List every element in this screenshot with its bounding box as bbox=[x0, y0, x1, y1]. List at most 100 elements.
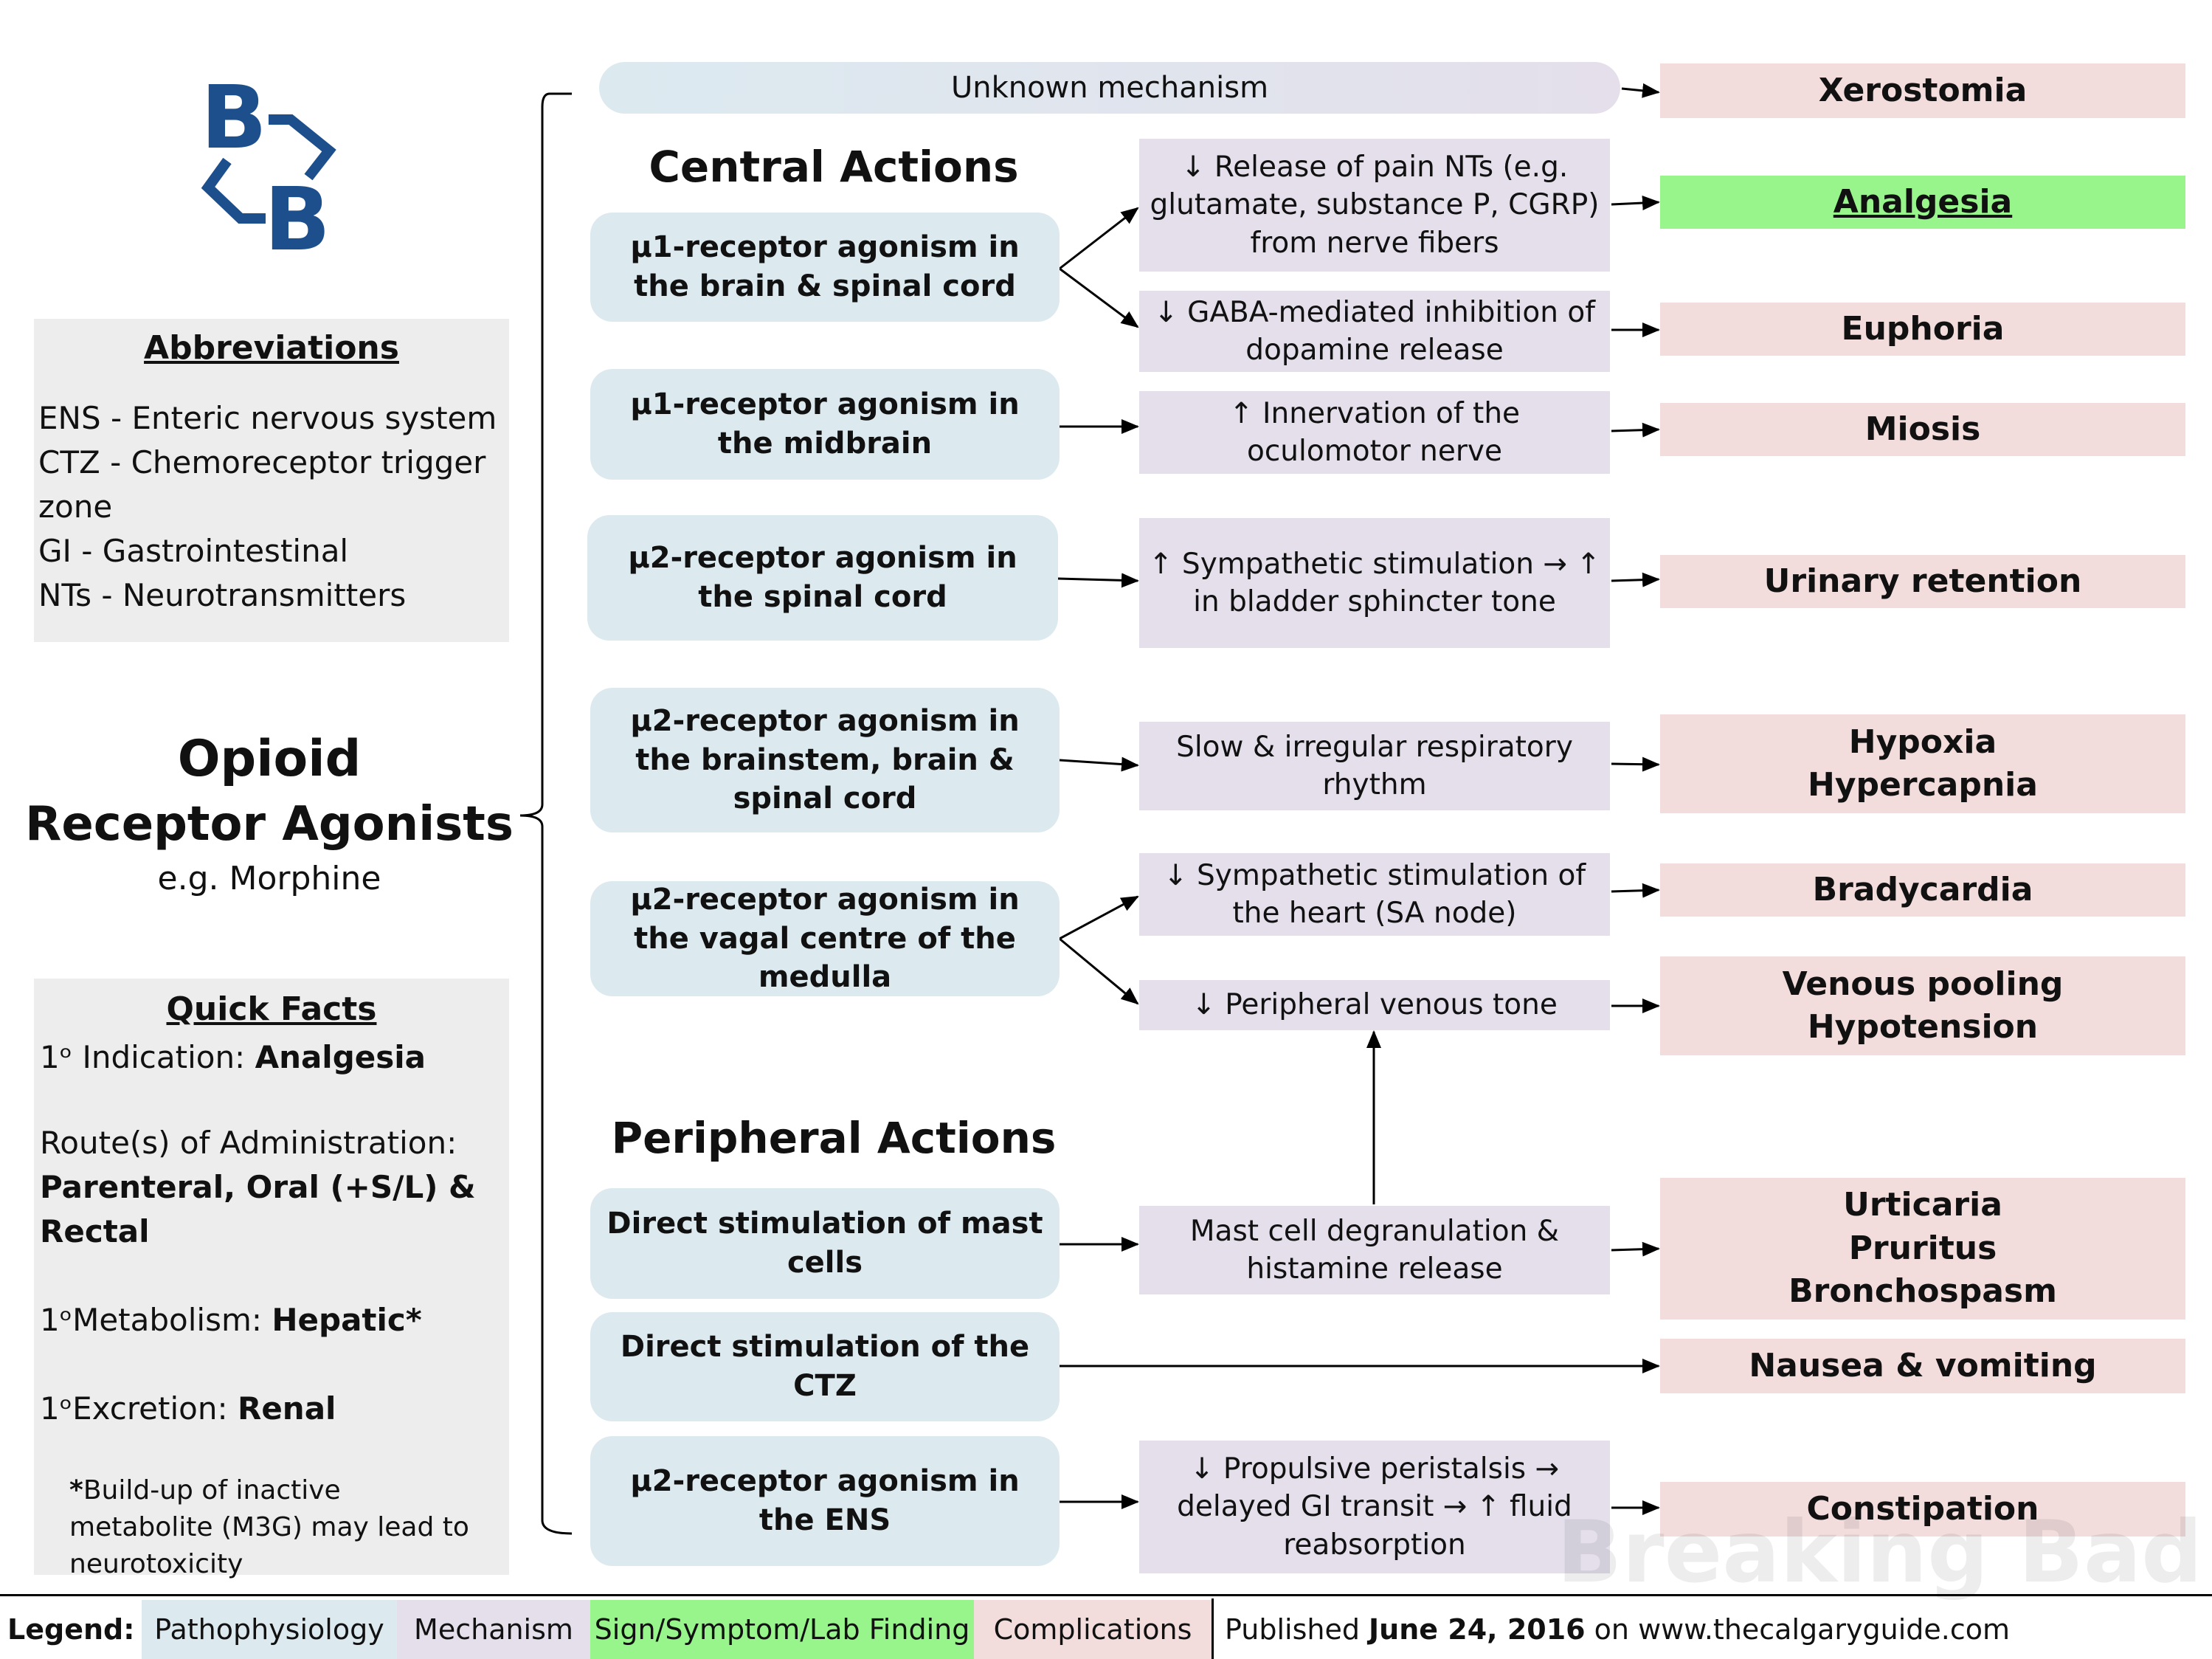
arrow-brain-release bbox=[1059, 207, 1139, 270]
mech-label: ↑ Innervation of the oculomotor nerve bbox=[1228, 396, 1521, 468]
mech-label: ↓ Release of pain NTs (e.g. glutamate, s… bbox=[1150, 150, 1600, 260]
peripheral-actions-title: Peripheral Actions bbox=[611, 1113, 1057, 1163]
route-label: Route(s) of Administration: bbox=[40, 1125, 457, 1161]
outcome-label: Hypoxia Hypercapnia bbox=[1808, 722, 2038, 804]
outcome-label: Nausea & vomiting bbox=[1749, 1346, 2097, 1384]
mech-label: Mast cell degranulation & histamine rele… bbox=[1189, 1214, 1560, 1286]
breaking-bad-watermark: Breaking Bad bbox=[1557, 1503, 2203, 1602]
outcome-nausea-vomiting: Nausea & vomiting bbox=[1660, 1339, 2185, 1393]
outcome-label: Urticaria Pruritus Bronchospasm bbox=[1788, 1185, 2057, 1311]
title-line2: Receptor Agonists bbox=[25, 797, 514, 852]
quick-facts-title: Quick Facts bbox=[166, 990, 377, 1028]
legend-complications: Complications bbox=[974, 1600, 1212, 1659]
mech-label: Slow & irregular respiratory rhythm bbox=[1176, 730, 1573, 801]
patho-mu1-midbrain: μ1-receptor agonism in the midbrain bbox=[590, 369, 1060, 480]
abbreviation-item: CTZ - Chemoreceptor trigger zone bbox=[38, 444, 486, 525]
abbreviation-item: NTs - Neurotransmitters bbox=[38, 577, 407, 613]
patho-label: μ2-receptor agonism in the spinal cord bbox=[628, 541, 1017, 614]
calgary-guide-logo: B B bbox=[198, 74, 338, 266]
outcome-urinary-retention: Urinary retention bbox=[1660, 555, 2185, 608]
logo-chevron-icon bbox=[201, 114, 336, 224]
outcome-hypoxia-hypercapnia: Hypoxia Hypercapnia bbox=[1660, 714, 2185, 813]
outcome-miosis: Miosis bbox=[1660, 403, 2185, 456]
arrow-heart-brady bbox=[1611, 883, 1660, 898]
legend-top-rule bbox=[0, 1594, 2212, 1596]
arrow-oculomotor-miosis bbox=[1611, 422, 1660, 438]
mech-venous-tone: ↓ Peripheral venous tone bbox=[1139, 980, 1610, 1030]
indication-label: 1ᵒ Indication: bbox=[40, 1039, 255, 1075]
abbreviation-item: GI - Gastrointestinal bbox=[38, 533, 349, 569]
central-actions-title: Central Actions bbox=[649, 142, 1019, 192]
arrow-release-analgesia bbox=[1611, 196, 1660, 211]
outcome-label: Xerostomia bbox=[1818, 71, 2028, 109]
patho-label: μ1-receptor agonism in the brain & spina… bbox=[630, 230, 1020, 303]
patho-mu2-brainstem: μ2-receptor agonism in the brainstem, br… bbox=[590, 688, 1060, 832]
abbreviations-panel: Abbreviations ENS - Enteric nervous syst… bbox=[34, 319, 509, 642]
outcome-label: Miosis bbox=[1864, 410, 1981, 448]
legend-label: Legend: bbox=[7, 1613, 135, 1646]
title-line1: Opioid bbox=[177, 730, 362, 788]
arrow-mast-urticaria bbox=[1611, 1241, 1660, 1257]
mech-label: ↓ Peripheral venous tone bbox=[1192, 988, 1558, 1022]
mech-bladder: ↑ Sympathetic stimulation → ↑ in bladder… bbox=[1139, 518, 1610, 648]
indication-value: Analgesia bbox=[255, 1039, 426, 1075]
patho-label: μ2-receptor agonism in the brainstem, br… bbox=[630, 703, 1020, 816]
patho-label: μ2-receptor agonism in the ENS bbox=[630, 1464, 1020, 1537]
unknown-mechanism-label: Unknown mechanism bbox=[950, 70, 1269, 105]
mech-label: ↓ GABA-mediated inhibition of dopamine r… bbox=[1154, 295, 1595, 367]
mech-peristalsis: ↓ Propulsive peristalsis → delayed GI tr… bbox=[1139, 1441, 1610, 1573]
excretion-label: 1ᵒExcretion: bbox=[40, 1390, 238, 1427]
unknown-mechanism-box: Unknown mechanism bbox=[599, 62, 1620, 114]
arrow-brain-gaba bbox=[1059, 267, 1139, 328]
outcome-xerostomia: Xerostomia bbox=[1660, 63, 2185, 118]
outcome-bradycardia: Bradycardia bbox=[1660, 863, 2185, 917]
logo-letter-top: B bbox=[201, 66, 267, 168]
arrow-vagal-heart bbox=[1059, 895, 1139, 940]
outcome-venous-pooling-hypotension: Venous pooling Hypotension bbox=[1660, 956, 2185, 1055]
patho-mu2-ens: μ2-receptor agonism in the ENS bbox=[590, 1436, 1060, 1566]
arrow-resp-hypoxia bbox=[1611, 756, 1660, 772]
patho-mu2-spinal: μ2-receptor agonism in the spinal cord bbox=[587, 515, 1058, 641]
abbreviation-item: ENS - Enteric nervous system bbox=[38, 400, 497, 436]
arrow-vagal-venous bbox=[1059, 937, 1139, 1005]
outcome-euphoria: Euphoria bbox=[1660, 303, 2185, 356]
outcome-label: Bradycardia bbox=[1812, 870, 2033, 908]
outcome-urticaria-pruritus-bronchospasm: Urticaria Pruritus Bronchospasm bbox=[1660, 1178, 2185, 1320]
outcome-label: Urinary retention bbox=[1763, 562, 2082, 600]
patho-mu2-vagal: μ2-receptor agonism in the vagal centre … bbox=[590, 881, 1060, 996]
arrow-spinal bbox=[1057, 573, 1139, 588]
legend-divider bbox=[1212, 1598, 1214, 1659]
logo-letter-bottom: B bbox=[264, 168, 331, 270]
arrow-bladder-retention bbox=[1611, 572, 1660, 587]
mech-respiratory: Slow & irregular respiratory rhythm bbox=[1139, 722, 1610, 810]
route-value: Parenteral, Oral (+S/L) & Rectal bbox=[40, 1169, 476, 1249]
metabolism-value: Hepatic* bbox=[272, 1302, 422, 1338]
footnote-text: Build-up of inactive metabolite (M3G) ma… bbox=[69, 1475, 469, 1579]
published-info: Published June 24, 2016 on www.thecalgar… bbox=[1225, 1600, 2199, 1659]
arrow-unknown-xerostomia bbox=[1621, 83, 1660, 98]
excretion-value: Renal bbox=[237, 1390, 336, 1427]
legend-pathophysiology: Pathophysiology bbox=[142, 1600, 397, 1659]
outcome-label: Constipation bbox=[1806, 1489, 2039, 1528]
outcome-label: Venous pooling Hypotension bbox=[1782, 965, 2064, 1046]
patho-label: μ1-receptor agonism in the midbrain bbox=[630, 387, 1020, 461]
metabolism-label: 1ᵒMetabolism: bbox=[40, 1302, 272, 1338]
arrow-brainstem bbox=[1059, 756, 1139, 772]
patho-label: μ2-receptor agonism in the vagal centre … bbox=[630, 882, 1020, 995]
patho-mu1-brain-spinal: μ1-receptor agonism in the brain & spina… bbox=[590, 213, 1060, 322]
mech-oculomotor: ↑ Innervation of the oculomotor nerve bbox=[1139, 391, 1610, 474]
outcome-constipation: Constipation bbox=[1660, 1482, 2185, 1536]
legend-sign-symptom: Sign/Symptom/Lab Finding bbox=[590, 1600, 974, 1659]
title-example: e.g. Morphine bbox=[157, 860, 381, 897]
mech-gaba: ↓ GABA-mediated inhibition of dopamine r… bbox=[1139, 291, 1610, 372]
patho-label: Direct stimulation of mast cells bbox=[606, 1207, 1043, 1280]
page-title: Opioid Receptor Agonists e.g. Morphine bbox=[22, 727, 516, 901]
patho-mast-cells: Direct stimulation of mast cells bbox=[590, 1188, 1060, 1299]
mech-pain-nts: ↓ Release of pain NTs (e.g. glutamate, s… bbox=[1139, 139, 1610, 272]
published-prefix: Published bbox=[1225, 1613, 1369, 1646]
footnote-mark: * bbox=[69, 1475, 83, 1505]
mech-label: ↓ Propulsive peristalsis → delayed GI tr… bbox=[1177, 1452, 1572, 1562]
quick-facts-panel: Quick Facts 1ᵒ Indication: Analgesia Rou… bbox=[34, 979, 509, 1579]
outcome-label: Euphoria bbox=[1841, 309, 2005, 348]
